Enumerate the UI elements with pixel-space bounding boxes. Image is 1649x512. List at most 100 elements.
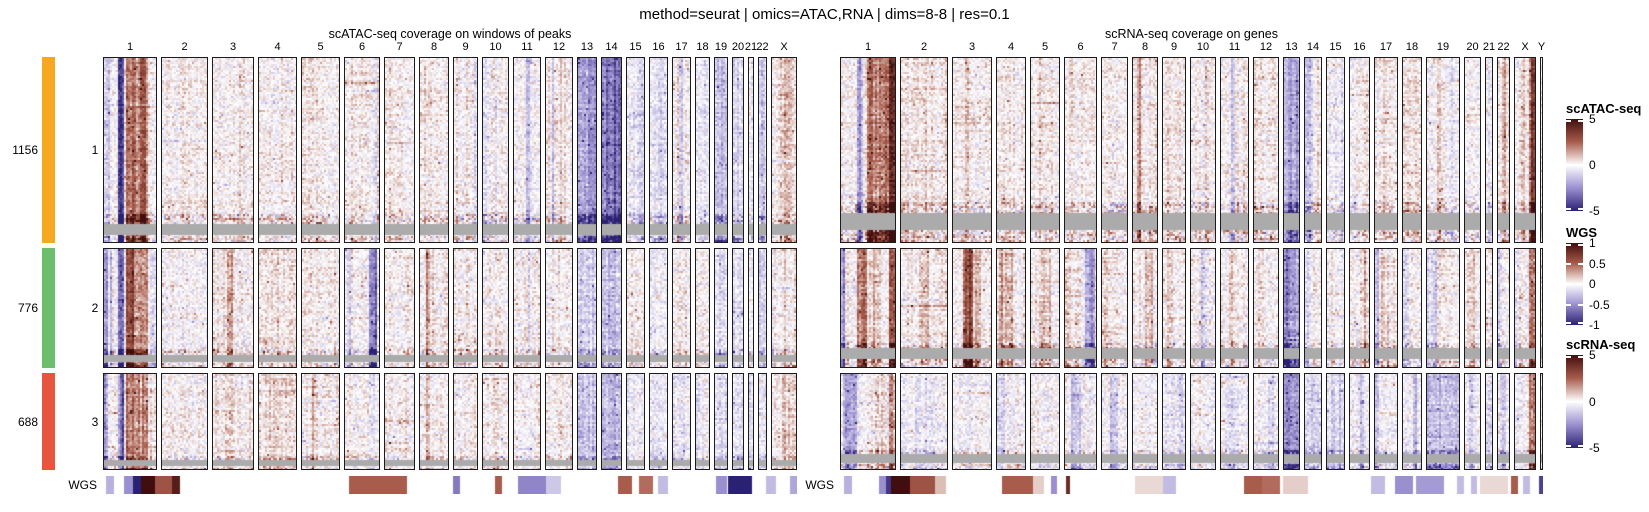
heatmap-canvas	[1403, 374, 1421, 469]
chromosome-label-3: 3	[968, 41, 976, 53]
cluster-size-label: 688	[17, 414, 38, 429]
heatmap-canvas	[627, 58, 644, 242]
legend-title-wgs: WGS	[1566, 225, 1598, 240]
legend-tick-label: -0.5	[1589, 297, 1610, 312]
heatmap-panel-right-chr18-cluster3	[1402, 373, 1422, 470]
legend-tick-dash	[1566, 400, 1571, 403]
heatmap-panel-left-chr4-cluster2	[258, 248, 297, 368]
heatmap-panel-right-chr7-cluster3	[1101, 373, 1128, 470]
heatmap-canvas	[1498, 58, 1509, 242]
chromosome-label-13: 13	[1285, 41, 1298, 53]
heatmap-panel-right-chr15-cluster1	[1326, 57, 1345, 243]
legend-tick-label: 0	[1589, 277, 1596, 291]
heatmap-panel-right-chr11-cluster2	[1220, 248, 1249, 368]
cluster-id-label: 1	[91, 143, 99, 157]
heatmap-canvas	[1486, 374, 1492, 469]
heatmap-canvas	[1031, 249, 1059, 367]
legend-tick-dash	[1578, 445, 1583, 447]
heatmap-panel-right-chrY-cluster1	[1540, 57, 1543, 243]
heatmap-panel-left-chr1-cluster2	[103, 248, 157, 368]
heatmap-canvas	[420, 374, 448, 469]
chromosome-label-17: 17	[675, 41, 688, 53]
heatmap-canvas	[1163, 374, 1185, 469]
heatmap-panel-left-chr14-cluster2	[601, 248, 622, 368]
heatmap-canvas	[162, 58, 207, 242]
heatmap-canvas	[953, 374, 991, 469]
heatmap-canvas	[385, 374, 414, 469]
heatmap-canvas	[749, 374, 753, 469]
chromosome-label-17: 17	[1379, 41, 1393, 53]
heatmap-panel-left-chr10-cluster3	[482, 373, 509, 470]
legend-colorbar	[1566, 119, 1583, 211]
chromosome-label-1: 1	[126, 41, 134, 53]
legend-tick-label: 0	[1589, 158, 1596, 172]
legend-tick-label: 0.5	[1589, 256, 1606, 271]
heatmap-canvas	[213, 249, 253, 367]
heatmap-canvas	[1427, 58, 1459, 242]
heatmap-panel-left-chrX-cluster2	[771, 248, 797, 368]
heatmap-panel-left-chr15-cluster1	[626, 57, 645, 243]
legend-tick-dash	[1566, 356, 1571, 358]
heatmap-canvas	[345, 58, 379, 242]
chromosome-label-4: 4	[1007, 41, 1015, 53]
heatmap-canvas	[302, 58, 339, 242]
chromosome-label-20: 20	[1466, 41, 1479, 53]
heatmap-panel-left-chr10-cluster1	[482, 57, 509, 243]
chromosome-label-1: 1	[864, 41, 872, 53]
heatmap-canvas	[1031, 58, 1059, 242]
heatmap-panel-left-chr22-cluster3	[758, 373, 767, 470]
chromosome-label-6: 6	[1077, 41, 1084, 53]
heatmap-panel-right-chr14-cluster2	[1304, 248, 1322, 368]
heatmap-canvas	[104, 374, 156, 469]
heatmap-panel-right-chr7-cluster2	[1101, 248, 1128, 368]
heatmap-panel-right-chr22-cluster1	[1497, 57, 1510, 243]
heatmap-canvas	[1486, 58, 1492, 242]
heatmap-panel-right-chr16-cluster3	[1349, 373, 1370, 470]
heatmap-canvas	[1541, 374, 1542, 469]
heatmap-canvas	[997, 58, 1025, 242]
heatmap-panel-left-chr2-cluster2	[161, 248, 208, 368]
heatmap-panel-right-chr2-cluster1	[900, 57, 948, 243]
chromosome-label-7: 7	[1111, 41, 1118, 53]
heatmap-canvas	[162, 374, 207, 469]
heatmap-panel-right-chr6-cluster1	[1064, 57, 1097, 243]
right-heatmap-title: scRNA-seq coverage on genes	[1104, 27, 1278, 41]
heatmap-canvas	[1133, 58, 1157, 242]
heatmap-canvas	[1102, 374, 1127, 469]
heatmap-canvas	[259, 374, 296, 469]
heatmap-panel-left-chr5-cluster2	[301, 248, 340, 368]
heatmap-panel-left-chr19-cluster1	[714, 57, 728, 243]
cluster-id-label: 3	[91, 414, 99, 429]
heatmap-panel-left-chr22-cluster1	[758, 57, 767, 243]
heatmap-panel-left-chr17-cluster1	[672, 57, 691, 243]
heatmap-canvas	[1065, 249, 1096, 367]
heatmap-panel-right-chr9-cluster2	[1162, 248, 1186, 368]
legend-tick-dash	[1566, 322, 1571, 324]
heatmap-canvas	[1305, 374, 1321, 469]
heatmap-canvas	[1375, 249, 1397, 367]
left-heatmap-title: scATAC-seq coverage on windows of peaks	[328, 27, 572, 41]
heatmap-canvas	[1284, 58, 1299, 242]
wgs-label-right: WGS	[805, 478, 834, 492]
heatmap-canvas	[1375, 58, 1397, 242]
heatmap-canvas	[602, 249, 621, 367]
chromosome-label-13: 13	[580, 41, 594, 53]
heatmap-panel-right-chr20-cluster2	[1464, 248, 1481, 368]
heatmap-panel-right-chr2-cluster3	[900, 373, 948, 470]
heatmap-panel-right-chr11-cluster1	[1220, 57, 1249, 243]
heatmap-canvas	[1465, 249, 1480, 367]
heatmap-canvas	[1031, 374, 1059, 469]
heatmap-canvas	[627, 249, 644, 367]
heatmap-canvas	[1465, 374, 1480, 469]
chromosome-label-18: 18	[1405, 41, 1419, 53]
heatmap-panel-right-chrX-cluster3	[1514, 373, 1536, 470]
heatmap-canvas	[759, 249, 766, 367]
wgs-annotation-bar-right	[840, 476, 1543, 494]
heatmap-panel-left-chr21-cluster3	[748, 373, 754, 470]
heatmap-canvas	[673, 249, 690, 367]
chromosome-label-15: 15	[629, 41, 642, 53]
chromosome-label-10: 10	[1196, 41, 1210, 53]
heatmap-panel-right-chr9-cluster3	[1162, 373, 1186, 470]
heatmap-panel-left-chr3-cluster2	[212, 248, 254, 368]
